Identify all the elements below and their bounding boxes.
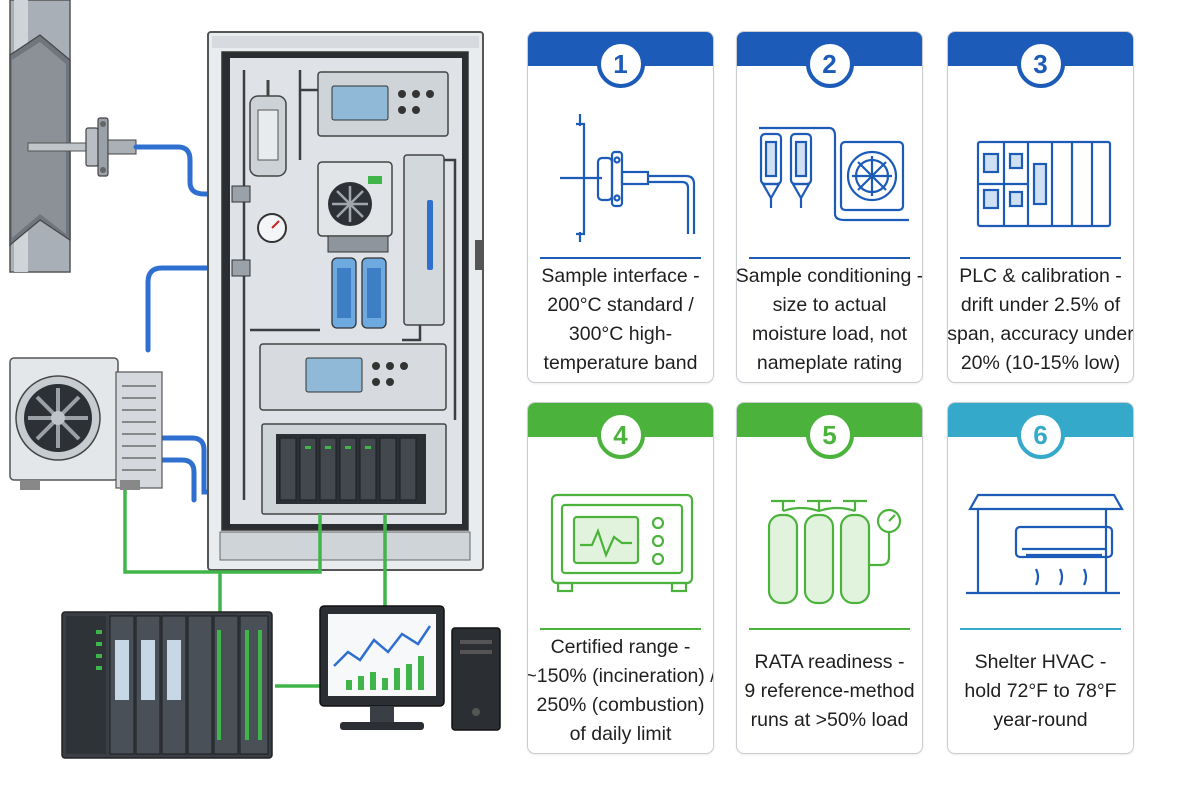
card-2: 2 Sample conditioning - size to actual m…: [736, 31, 923, 383]
caption-line: PLC & calibration -: [959, 265, 1122, 287]
card-caption: Sample interface - 200°C standard / 300°…: [534, 265, 707, 374]
cems-system-illustration: [9, 0, 501, 759]
card-6: 6 Shelter HVAC - hold 72°F to 78°F year-…: [947, 402, 1134, 754]
caption-line: runs at >50% load: [750, 708, 909, 731]
caption-line: 20% (10-15% low): [960, 352, 1121, 374]
probe-flange: [27, 117, 137, 177]
caption-line: 9 reference-method: [744, 679, 915, 702]
card-divider: [540, 628, 701, 630]
caption-line: moisture load, not: [751, 323, 907, 345]
workstation: [319, 605, 501, 731]
caption-line: 250% (combustion): [536, 694, 705, 716]
analyzer-monitor-icon: [550, 493, 694, 593]
plc-rack-icon: [976, 140, 1112, 228]
caption-line: span, accuracy under: [947, 323, 1134, 345]
card-4: 4 Certified range - ~150% (incineration)…: [527, 402, 714, 754]
plc-rack: [61, 611, 273, 759]
card-divider: [960, 257, 1121, 259]
card-number-badge: 3: [1016, 40, 1065, 88]
card-5: 5 RATA readiness - 9 reference-method ru…: [736, 402, 923, 754]
caption-line: year-round: [993, 708, 1088, 731]
caption-line: nameplate rating: [756, 352, 903, 374]
card-divider: [749, 628, 910, 630]
caption-line: of daily limit: [569, 723, 672, 745]
caption-line: Sample conditioning -: [736, 265, 923, 287]
caption-line: Sample interface -: [541, 265, 700, 287]
analyzer-cabinet: [207, 31, 484, 571]
sample-lines: [133, 144, 241, 503]
card-caption: Shelter HVAC - hold 72°F to 78°F year-ro…: [954, 639, 1127, 743]
card-number-badge: 2: [805, 40, 854, 88]
gas-cylinders-icon: [767, 499, 902, 605]
caption-line: temperature band: [543, 352, 698, 374]
card-3: 3 PLC & calibration - drift under 2.5% o…: [947, 31, 1134, 383]
shelter-hvac-icon: [966, 493, 1124, 595]
outdoor-hvac-unit: [9, 357, 163, 490]
caption-line: RATA readiness -: [754, 650, 905, 673]
stack-pipe: [9, 0, 71, 273]
caption-line: Shelter HVAC -: [974, 650, 1107, 673]
caption-line: size to actual: [772, 294, 887, 316]
card-caption: Certified range - ~150% (incineration) /…: [528, 636, 713, 745]
caption-line: 300°C high-: [568, 323, 673, 345]
caption-line: drift under 2.5% of: [960, 294, 1121, 316]
card-divider: [749, 257, 910, 259]
card-divider: [540, 257, 701, 259]
card-number-badge: 5: [805, 411, 854, 459]
filter-chiller-icon: [759, 126, 909, 222]
card-number-badge: 4: [596, 411, 645, 459]
caption-line: hold 72°F to 78°F: [964, 679, 1117, 702]
caption-line: ~150% (incineration) /: [527, 665, 714, 687]
probe-flange-icon: [560, 114, 696, 242]
card-caption: RATA readiness - 9 reference-method runs…: [743, 639, 916, 743]
caption-line: 200°C standard /: [547, 294, 694, 316]
card-1: 1 Sample interface - 200°C standard / 30…: [527, 31, 714, 383]
card-number-badge: 1: [596, 40, 645, 88]
card-number-badge: 6: [1016, 411, 1065, 459]
caption-line: Certified range -: [550, 636, 691, 658]
card-caption: PLC & calibration - drift under 2.5% of …: [948, 265, 1133, 374]
card-caption: Sample conditioning - size to actual moi…: [737, 265, 922, 374]
card-divider: [960, 628, 1121, 630]
